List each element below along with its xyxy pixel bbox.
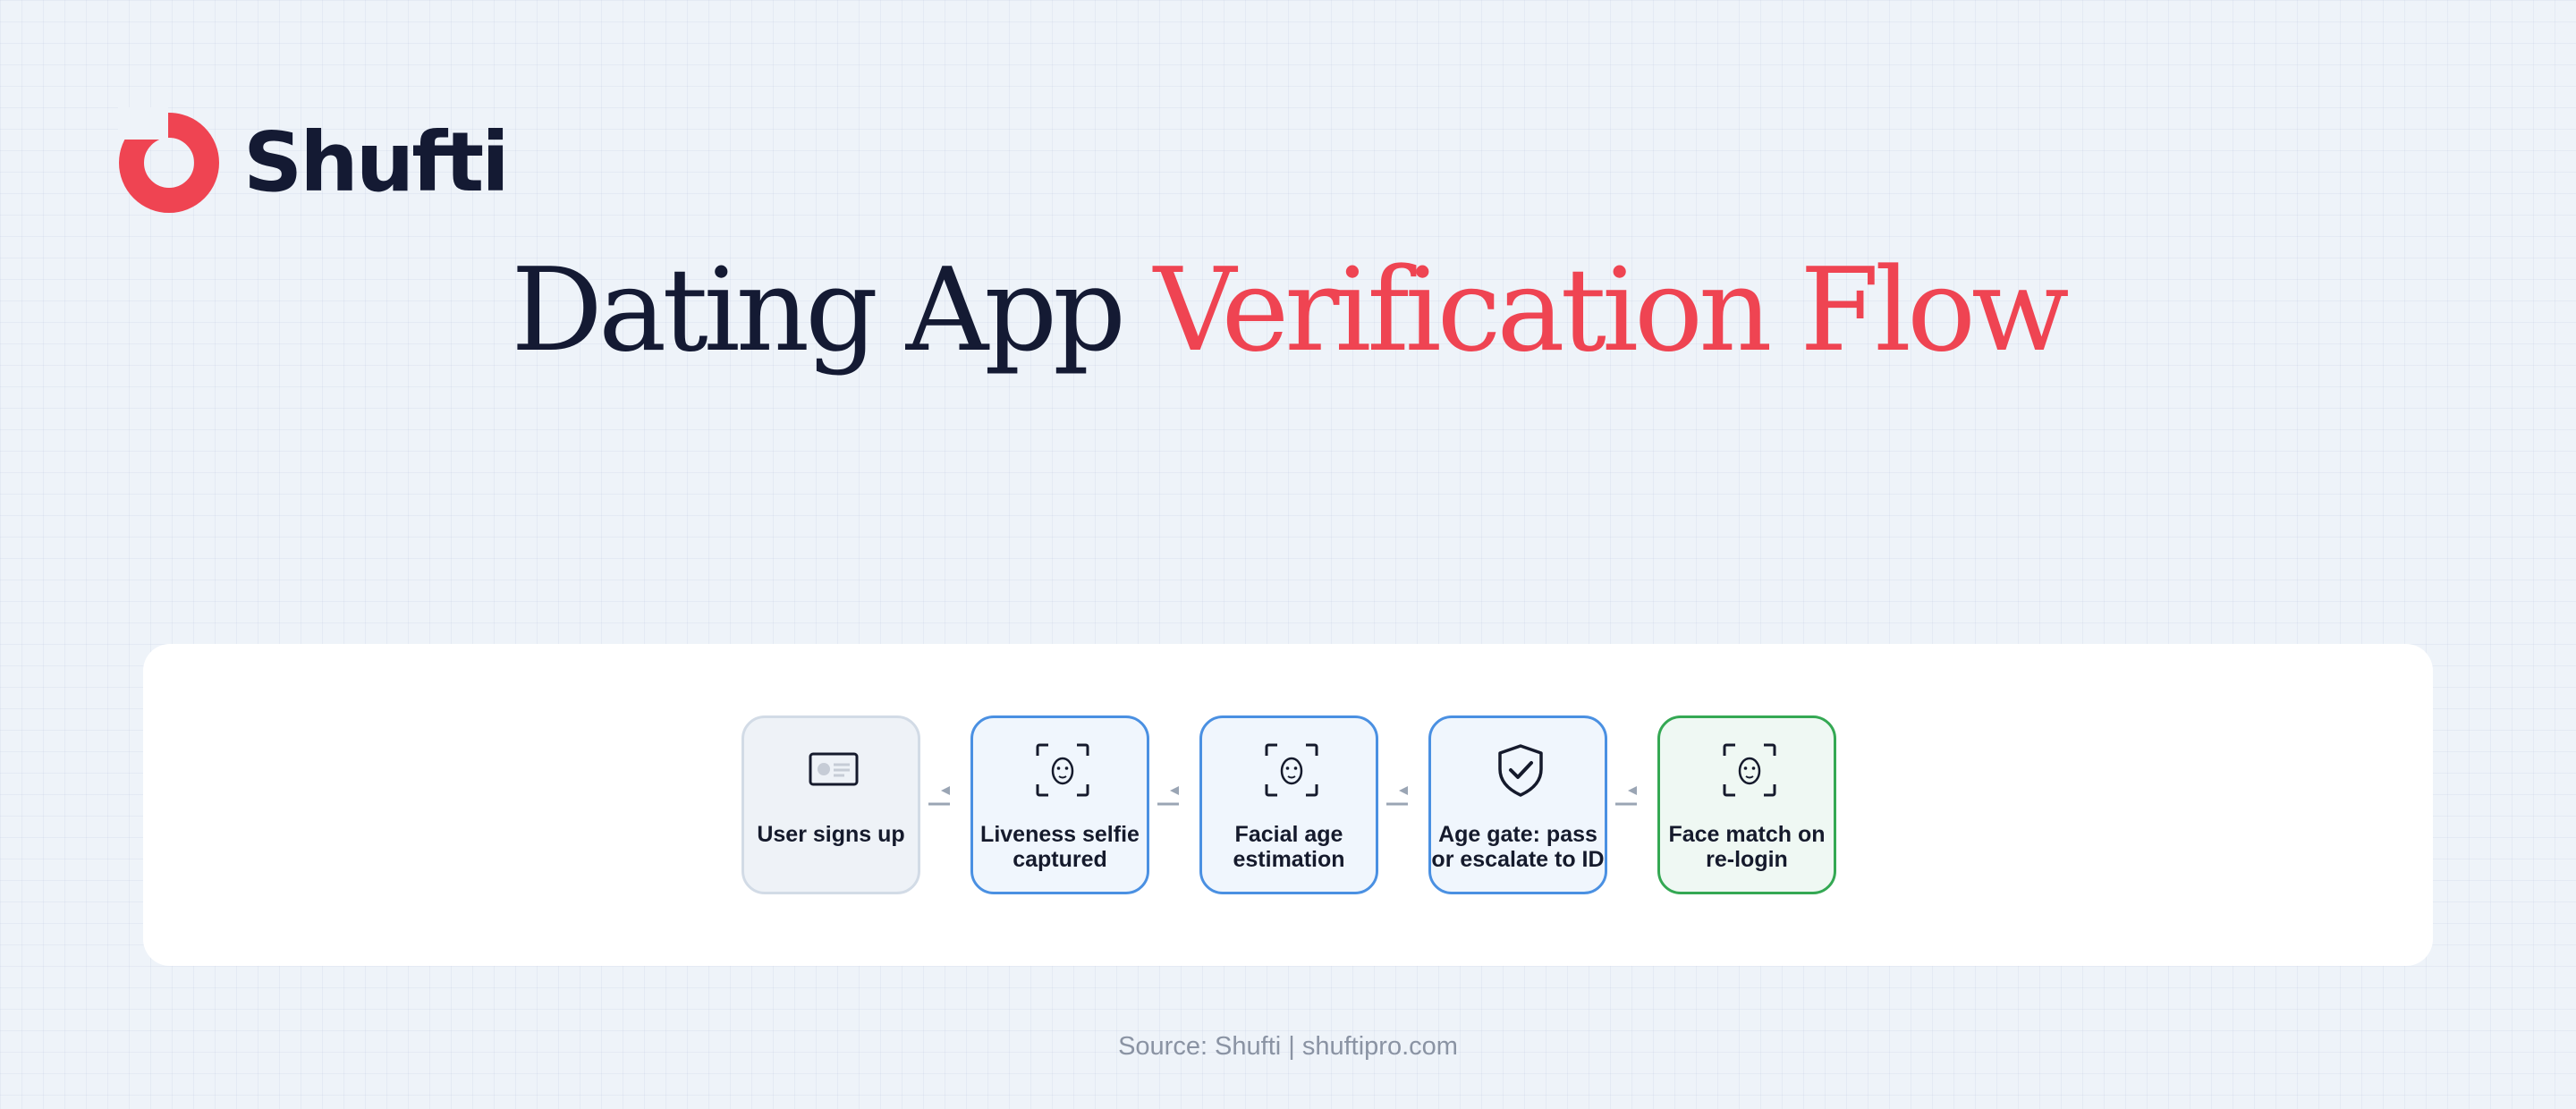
source-caption: Source: Shufti | shuftipro.com [1118,1032,1458,1061]
flow-step-label: Face match on re-login [1668,822,1826,872]
page-title: Dating App Verification Flow [0,240,2576,383]
face-scan-icon [1036,743,1089,797]
flow-step-label: Age gate: pass or escalate to ID [1431,822,1605,872]
brand-name: Shufti [243,114,510,210]
id-card-icon [809,752,859,786]
arrow-left-icon [928,786,950,806]
flow-step-label: Liveness selfie captured [980,822,1140,872]
face-scan-icon [1265,743,1318,797]
arrow-left-icon [1386,786,1408,806]
flow-step-sign-up: User signs up [741,715,920,894]
brand-logo: Shufti [118,107,510,218]
flow-step-label: Facial age estimation [1233,822,1345,872]
flow-step-liveness-selfie: Liveness selfie captured [970,715,1149,894]
title-part-2: Verification Flow [1153,244,2070,377]
flow-step-face-match: Face match on re-login [1657,715,1836,894]
title-part-1: Dating App [511,244,1126,377]
face-scan-icon [1723,743,1776,797]
flow-step-age-gate: Age gate: pass or escalate to ID [1428,715,1607,894]
arrow-left-icon [1615,786,1637,806]
arrow-left-icon [1157,786,1179,806]
flow-step-age-estimation: Facial age estimation [1199,715,1378,894]
shufti-logo-icon [118,107,219,213]
flow-step-label: User signs up [757,822,905,847]
shield-check-icon [1498,744,1543,797]
